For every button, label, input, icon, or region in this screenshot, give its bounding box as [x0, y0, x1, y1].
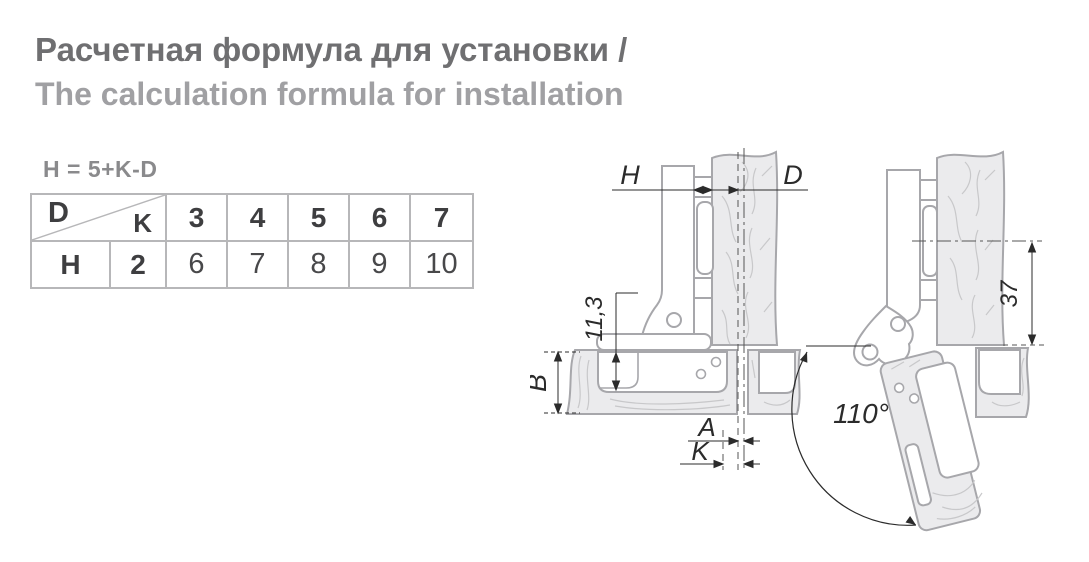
- door-grain: [891, 359, 983, 520]
- open-hinge-diagram: 37 110°: [791, 150, 1048, 532]
- plate-offset-dimension: [1027, 241, 1037, 346]
- door-cup-hole: [915, 361, 980, 479]
- arc-arrowhead-top: [799, 352, 808, 363]
- opening-angle-arc: [791, 351, 917, 526]
- dimension-label-opening-angle: 110°: [833, 398, 889, 429]
- k-header-cell: 6: [350, 195, 411, 242]
- side-panel-grain: [947, 161, 996, 339]
- cup-depth-dimension: [611, 292, 638, 392]
- hinge-plate-step-bottom: [919, 279, 938, 301]
- hinge-arm-screw: [666, 312, 682, 328]
- h-value-cell: 8: [289, 242, 350, 287]
- h-value-cell: 6: [167, 242, 228, 287]
- dimension-label-plate-offset: 37: [996, 279, 1023, 307]
- cabinet-bottom-notch: [978, 349, 1021, 395]
- hd-dimension: [612, 185, 808, 195]
- stub-grain: [751, 359, 791, 406]
- page-title-russian: Расчетная формула для установки /: [35, 31, 628, 68]
- k-header-cell: 4: [228, 195, 289, 242]
- hinge-pivot: [861, 343, 879, 361]
- k-header-cell: 5: [289, 195, 350, 242]
- door-panel-grain: [721, 161, 773, 345]
- h-row-k-value: 2: [111, 242, 167, 287]
- corner-label-k: K: [133, 208, 152, 238]
- open-door: [879, 350, 983, 532]
- a-dimension: [688, 436, 760, 446]
- hk-lookup-table: D K 3 4 5 6 7 H 2 6 7 8 9 10: [30, 193, 474, 289]
- hinge-plate-step-bottom: [693, 277, 713, 299]
- hinge-base-plate: [596, 333, 712, 351]
- h-row-label: H: [32, 242, 111, 287]
- hinge-mounting-plate: [696, 201, 714, 275]
- cup-screw-hole: [710, 356, 722, 368]
- dimension-label-d: D: [783, 160, 803, 190]
- dimension-label-h: H: [620, 160, 640, 190]
- door-cup-flange: [904, 443, 932, 507]
- diagonal-divider: [32, 195, 165, 240]
- door-panel-section: [711, 150, 779, 346]
- cabinet-side-notch: [758, 351, 796, 394]
- hinge-technical-diagrams: H D B 11,3: [530, 148, 1048, 532]
- arc-arrowhead-bottom: [905, 515, 916, 525]
- k-header-cell: 3: [167, 195, 228, 242]
- bottom-panel-grain: [577, 355, 731, 411]
- dimension-label-cup-depth: 11,3: [581, 296, 608, 342]
- door-screw-hole: [893, 382, 905, 394]
- bottom-stub-grain: [991, 357, 1025, 407]
- table-corner-cell: D K: [32, 195, 167, 242]
- h-value-cell: 10: [425, 248, 458, 280]
- hinge-plate-step-top: [919, 179, 938, 201]
- calculation-formula: H = 5+K-D: [43, 156, 158, 182]
- dimension-label-a: A: [696, 412, 715, 442]
- h-value-cell: 9: [350, 242, 411, 287]
- dimension-label-k: K: [691, 436, 710, 466]
- h-value-cell: 7: [228, 242, 289, 287]
- hinge-cup-hole: [597, 351, 728, 393]
- hinge-pivot: [890, 316, 906, 332]
- k-header-cell: 7: [411, 195, 472, 242]
- cup-wall-line: [600, 352, 639, 389]
- page-title-english: The calculation formula for installation: [35, 76, 624, 112]
- hinge-arm: [640, 165, 695, 337]
- corner-label-d: D: [48, 197, 69, 229]
- k-dimension: [680, 459, 760, 469]
- cabinet-side-panel: [936, 150, 1006, 346]
- closed-hinge-diagram: H D B 11,3: [530, 148, 808, 470]
- dimension-label-b: B: [530, 374, 552, 392]
- cup-screw-hole: [695, 368, 707, 380]
- b-dimension: [544, 350, 580, 415]
- door-screw-hole: [908, 393, 920, 404]
